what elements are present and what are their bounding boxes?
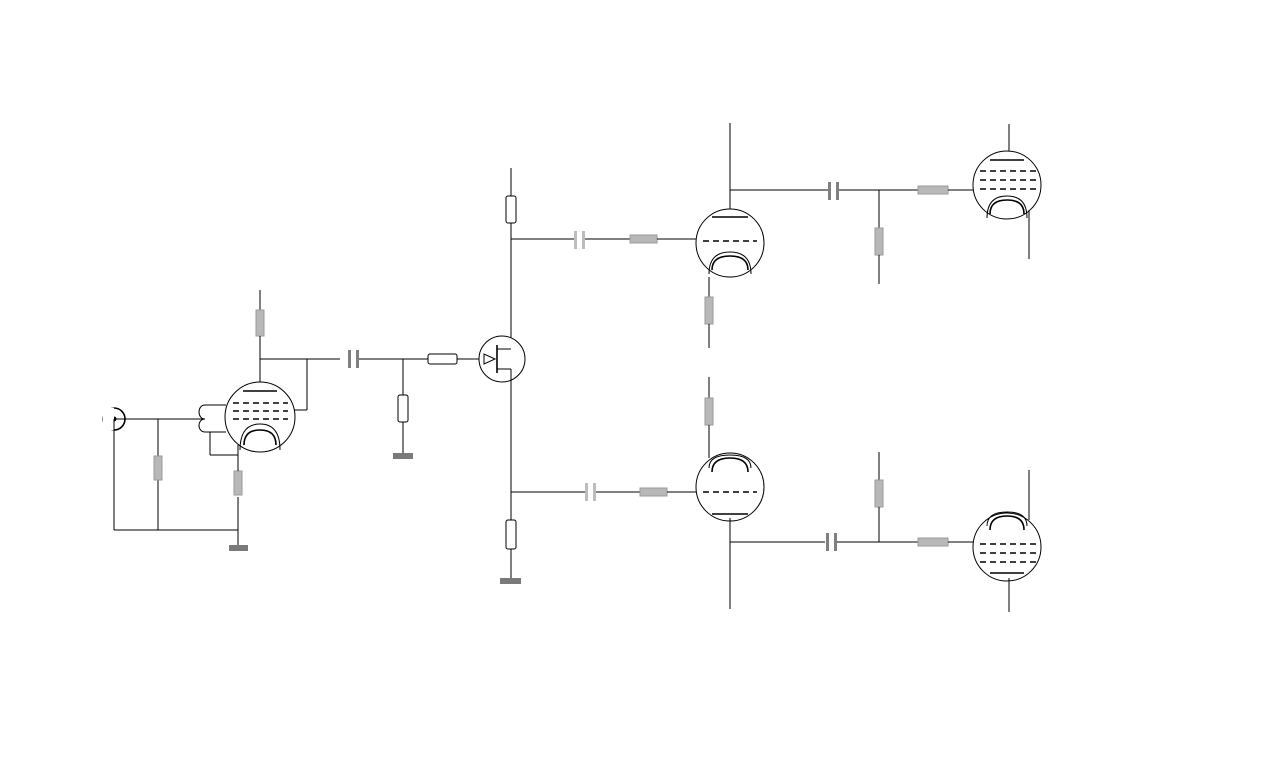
lower-output-coupling-capacitor — [826, 533, 829, 551]
lower-coupling — [511, 483, 703, 501]
fet-source-resistor — [505, 519, 517, 550]
fet — [478, 168, 526, 584]
upper-output-coupling — [730, 182, 976, 284]
input-pentode — [198, 290, 340, 471]
upper-triode — [695, 123, 765, 348]
lower-output-coupling-capacitor-b — [834, 533, 837, 551]
upper-output-grid-leak-resistor — [874, 227, 884, 256]
fet-gate-stopper-resistor — [427, 353, 458, 365]
fet-ground-symbol — [500, 578, 521, 584]
lower-cathode-resistor — [704, 397, 714, 426]
lower-output-grid-leak-resistor — [874, 479, 884, 508]
lower-coupling-capacitor — [585, 483, 588, 501]
upper-output-coupling-capacitor — [828, 182, 831, 200]
input-grid-resistor — [153, 455, 163, 481]
upper-output-coupling-capacitor-b — [836, 182, 839, 200]
upper-grid-resistor — [629, 234, 658, 244]
upper-coupling — [511, 231, 703, 249]
coupling-capacitor-1 — [348, 350, 351, 368]
input-plate-resistor — [255, 309, 265, 337]
input-ground-symbol — [229, 545, 248, 551]
interstage-coupling — [348, 350, 482, 459]
input-ground-wires — [113, 418, 239, 545]
upper-output-grid-stopper — [917, 185, 949, 195]
lower-output-grid-stopper — [917, 537, 949, 547]
lower-coupling-capacitor-b — [593, 483, 596, 501]
upper-coupling-capacitor — [574, 231, 577, 249]
lower-output-coupling — [730, 452, 976, 551]
lower-triode — [695, 377, 765, 609]
fet-drain-resistor — [505, 195, 517, 224]
upper-coupling-capacitor-b — [582, 231, 585, 249]
input-cathode-resistor — [233, 470, 243, 496]
fet-gate-ground-symbol — [393, 453, 413, 459]
upper-cathode-resistor — [704, 296, 714, 325]
coupling-capacitor-1b — [356, 350, 359, 368]
lower-output-pentode — [972, 470, 1042, 612]
lower-grid-resistor — [639, 487, 668, 497]
upper-output-pentode — [972, 124, 1042, 259]
fet-gate-leak-resistor — [397, 394, 409, 423]
